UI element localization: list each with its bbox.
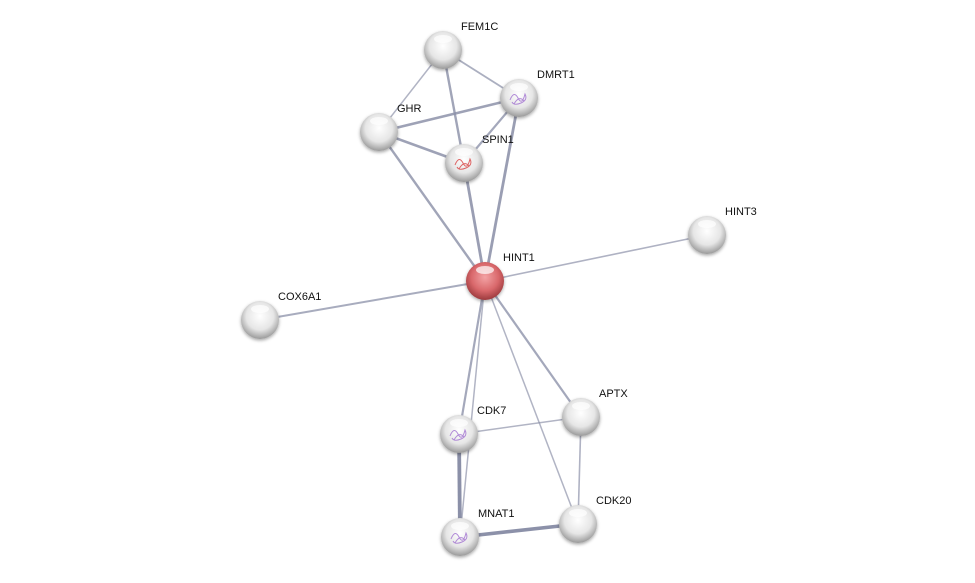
node-fem1c[interactable]: FEM1C	[424, 21, 498, 69]
protein-structure-icon	[509, 92, 527, 105]
node-label: DMRT1	[537, 69, 575, 81]
edge-hint1-cdk20[interactable]	[484, 280, 579, 525]
node-label: MNAT1	[478, 508, 514, 520]
node-dmrt1[interactable]: DMRT1	[500, 69, 575, 117]
node-highlight	[370, 117, 388, 125]
node-label: CDK7	[477, 405, 506, 417]
node-hint3[interactable]: HINT3	[688, 206, 757, 254]
node-bubble[interactable]	[424, 31, 462, 69]
edge-mnat1-cdk20[interactable]	[459, 522, 579, 539]
node-spin1[interactable]: SPIN1	[445, 134, 514, 182]
node-bubble[interactable]	[441, 518, 479, 556]
node-bubble[interactable]	[562, 398, 600, 436]
edge-hint1-aptx[interactable]	[484, 280, 582, 418]
node-label: FEM1C	[461, 21, 498, 33]
protein-structure-icon	[454, 157, 472, 170]
node-highlight	[476, 266, 494, 274]
node-cox6a1[interactable]: COX6A1	[241, 291, 321, 339]
node-highlight	[451, 522, 469, 530]
node-highlight	[434, 35, 452, 43]
node-label: COX6A1	[278, 291, 321, 303]
node-hint1[interactable]: HINT1	[466, 252, 535, 300]
node-ghr[interactable]: GHR	[360, 103, 422, 151]
node-highlight	[569, 509, 587, 517]
node-aptx[interactable]: APTX	[562, 388, 628, 436]
node-highlight	[698, 220, 716, 228]
edge-hint1-cox6a1[interactable]	[259, 280, 486, 321]
edge-ghr-dmrt1[interactable]	[378, 96, 520, 134]
node-label: HINT1	[503, 252, 535, 264]
edge-hint1-cdk7[interactable]	[457, 280, 487, 435]
node-bubble[interactable]	[559, 505, 597, 543]
edge-spin1-hint1[interactable]	[462, 162, 487, 282]
node-bubble[interactable]	[500, 79, 538, 117]
node-bubble[interactable]	[466, 262, 504, 300]
node-highlight	[510, 83, 528, 91]
edge-hint1-mnat1[interactable]	[459, 280, 486, 538]
node-highlight	[251, 305, 269, 313]
node-highlight	[450, 419, 468, 427]
node-cdk7[interactable]: CDK7	[440, 405, 506, 453]
edge-fem1c-spin1[interactable]	[441, 49, 466, 164]
edge-cdk7-aptx[interactable]	[458, 416, 582, 435]
edge-hint1-hint3[interactable]	[484, 234, 708, 282]
protein-structure-icon	[449, 428, 467, 441]
node-label: APTX	[599, 388, 628, 400]
node-bubble[interactable]	[688, 216, 726, 254]
node-highlight	[455, 148, 473, 156]
protein-structure-icon	[450, 531, 468, 544]
node-label: SPIN1	[482, 134, 514, 146]
node-bubble[interactable]	[360, 113, 398, 151]
node-bubble[interactable]	[440, 415, 478, 453]
edge-dmrt1-hint1[interactable]	[483, 97, 521, 282]
node-highlight	[572, 402, 590, 410]
node-label: CDK20	[596, 495, 631, 507]
node-label: HINT3	[725, 206, 757, 218]
node-bubble[interactable]	[445, 144, 483, 182]
edge-ghr-hint1[interactable]	[378, 131, 486, 282]
node-label: GHR	[397, 103, 422, 115]
node-mnat1[interactable]: MNAT1	[441, 508, 514, 556]
node-cdk20[interactable]: CDK20	[559, 495, 631, 543]
node-bubble[interactable]	[241, 301, 279, 339]
